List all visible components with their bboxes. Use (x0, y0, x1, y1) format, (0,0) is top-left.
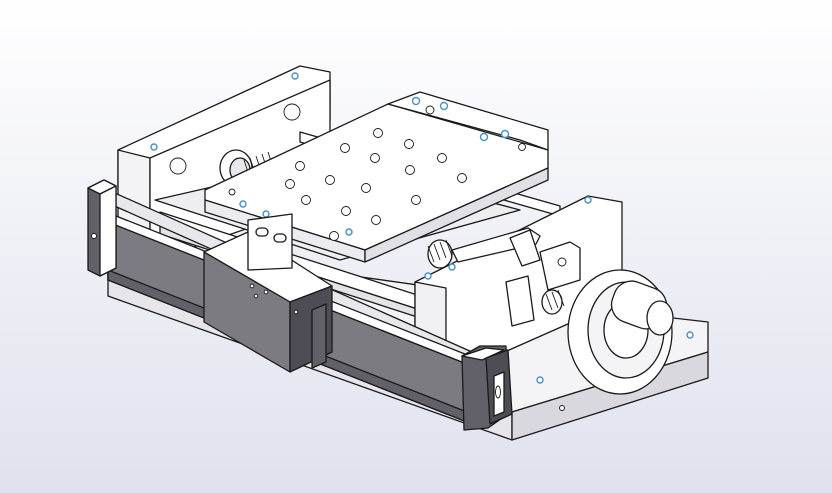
table-tapped-hole (518, 143, 526, 151)
rear-block-bore (169, 157, 187, 175)
front-block-screw-hole (584, 196, 592, 204)
left-end-bracket (87, 179, 117, 277)
rear-block-bore (283, 103, 301, 121)
base-screw-hole (686, 331, 694, 339)
table-hole-grid (228, 128, 467, 241)
base-screw-hole (559, 405, 565, 411)
base-screw-hole (536, 376, 544, 384)
front-slide-block (203, 213, 333, 373)
table-tapped-hole (425, 105, 435, 115)
table-tapped-hole (439, 101, 449, 111)
front-block-screw-hole (424, 272, 432, 280)
handwheel-knob[interactable] (646, 300, 674, 336)
table-tapped-hole (479, 132, 489, 142)
carriage-table (204, 91, 549, 263)
handwheel[interactable] (567, 269, 674, 395)
front-block-screw-hole (448, 263, 456, 271)
lead-screw-front (427, 239, 565, 315)
clamp-lever (451, 227, 581, 327)
table-tapped-hole (411, 96, 421, 106)
rear-block-screw-hole (291, 72, 299, 80)
table-tapped-hole (500, 129, 510, 139)
rear-block-screw-hole (150, 143, 158, 151)
right-end-bracket (461, 345, 513, 431)
